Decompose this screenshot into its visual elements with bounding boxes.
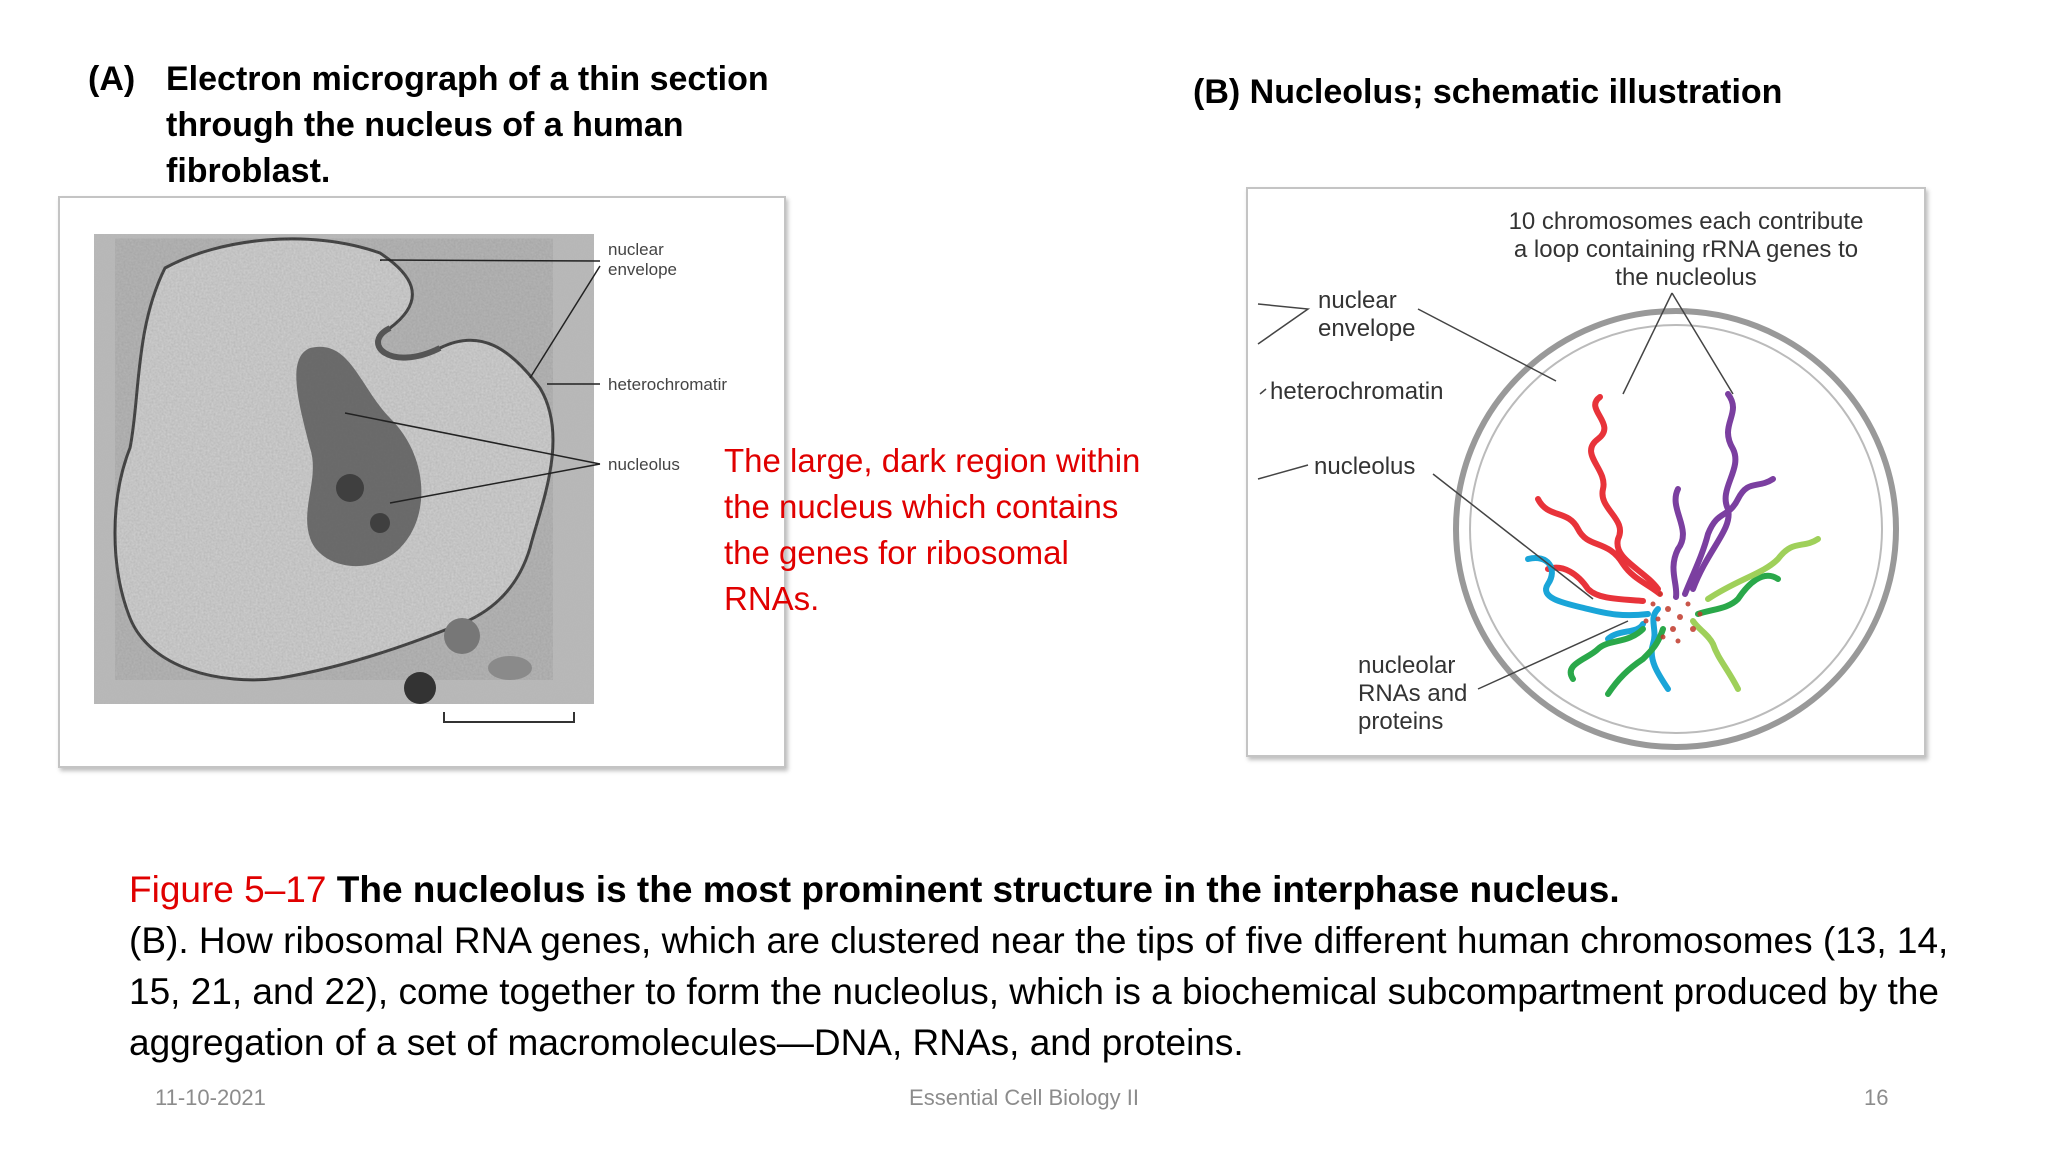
label-nuclear: nuclear [608, 240, 664, 259]
chromosome-lime [1705, 536, 1821, 602]
nuclear-envelope-shape [1453, 308, 1899, 750]
caption-headline: The nucleolus is the most prominent stru… [336, 869, 1620, 910]
footer-page-number: 16 [1864, 1085, 1889, 1110]
label-heterochromatin: heterochromatin [1270, 378, 1443, 405]
panel-a-tag: (A) [88, 60, 136, 98]
footer-course: Essential Cell Biology II [909, 1085, 1139, 1110]
scale-bar [443, 712, 575, 723]
figure-caption: Figure 5–17 The nucleolus is the most pr… [129, 864, 2009, 1068]
footer-date: 11-10-2021 [155, 1085, 266, 1110]
label-envelope: envelope [608, 260, 677, 279]
label-nucleolus: nucleolus [1314, 453, 1415, 480]
schematic-figure: 10 chromosomes each contribute a loop co… [1246, 187, 1926, 757]
chromosome-loops [1525, 391, 1821, 697]
chromosome-purple [1690, 391, 1739, 592]
micrograph-svg: nuclear envelope heterochromatir nucleol… [94, 234, 727, 723]
label-chromosomes-1: 10 chromosomes each contribute [1509, 208, 1864, 235]
label-envelope: envelope [1318, 315, 1415, 342]
panel-a-title-text: Electron micrograph of a thin section th… [166, 60, 769, 190]
schematic-svg: 10 chromosomes each contribute a loop co… [1257, 208, 1899, 750]
label-chromosomes-3: the nucleolus [1615, 264, 1756, 291]
label-nuclear: nuclear [1318, 287, 1397, 314]
label-heterochromatin: heterochromatir [608, 375, 727, 394]
label-nucleolar-2: RNAs and [1358, 680, 1467, 707]
caption-body: (B). How ribosomal RNA genes, which are … [129, 920, 1949, 1063]
label-nucleolus: nucleolus [608, 455, 680, 474]
label-nucleolar-3: proteins [1358, 708, 1443, 735]
nucleolus-region [296, 346, 422, 567]
chromosome-red [1588, 394, 1661, 592]
micrograph-figure: nuclear envelope heterochromatir nucleol… [58, 196, 786, 768]
caption-headline-line: Figure 5–17 The nucleolus is the most pr… [129, 864, 2009, 915]
caption-figure-number: Figure 5–17 [129, 869, 327, 910]
label-nucleolar-1: nucleolar [1358, 652, 1455, 679]
nucleolus-note: The large, dark region within the nucleu… [724, 442, 1141, 617]
nucleolus-core [1643, 592, 1703, 644]
chromosome-green [1567, 626, 1646, 682]
label-chromosomes-2: a loop containing rRNA genes to [1514, 236, 1858, 263]
panel-b-title: (B) Nucleolus; schematic illustration [1193, 73, 1783, 111]
